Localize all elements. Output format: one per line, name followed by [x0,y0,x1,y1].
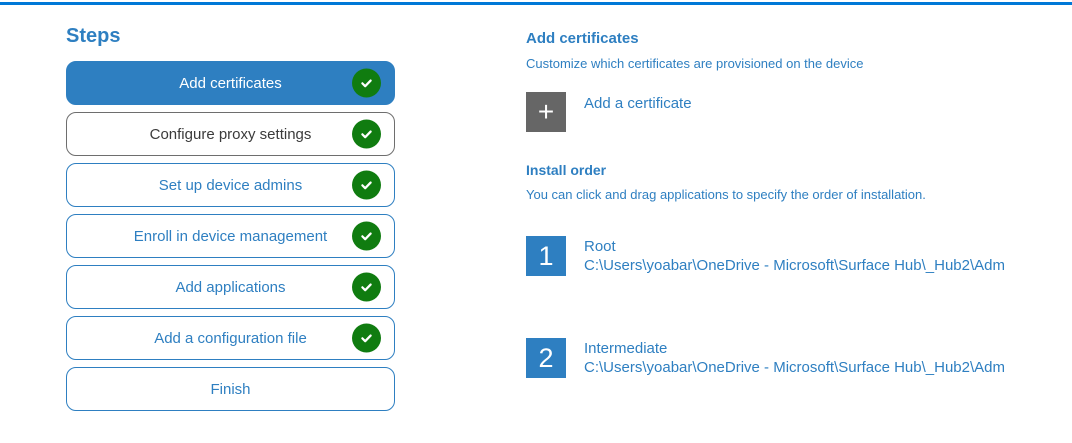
order-number-badge: 1 [526,236,566,276]
certificate-path: C:\Users\yoabar\OneDrive - Microsoft\Sur… [584,257,1005,274]
step-label: Set up device admins [158,176,303,194]
step-label: Add applications [175,278,286,296]
install-order-heading: Install order [526,162,607,178]
step-label: Finish [210,380,251,398]
install-order-description: You can click and drag applications to s… [526,187,926,202]
step-label: Add a configuration file [154,329,307,347]
window-accent-bar [0,2,1072,5]
step-label: Add certificates [179,74,282,92]
check-icon [352,170,381,200]
plus-icon: + [537,96,555,127]
content-pane: Add certificates Customize which certifi… [526,30,1066,378]
item-text: Intermediate C:\Users\yoabar\OneDrive - … [584,339,1005,377]
add-certificate-label[interactable]: Add a certificate [584,95,692,112]
certificate-name: Root [584,238,616,255]
page-title: Add certificates [526,30,639,47]
check-icon [352,272,381,302]
install-order-item-intermediate[interactable]: 2 Intermediate C:\Users\yoabar\OneDrive … [526,338,1066,378]
certificate-name: Intermediate [584,340,668,357]
check-icon [352,68,381,98]
step-add-certificates[interactable]: Add certificates [66,61,395,105]
add-certificate-button[interactable]: + [526,92,566,132]
step-enroll-in-device-management[interactable]: Enroll in device management [66,214,395,258]
step-add-applications[interactable]: Add applications [66,265,395,309]
step-label: Enroll in device management [133,227,328,245]
step-add-a-configuration-file[interactable]: Add a configuration file [66,316,395,360]
steps-panel: Steps Add certificates Configure proxy s… [66,25,395,418]
page-subtitle: Customize which certificates are provisi… [526,56,864,71]
check-icon [352,221,381,251]
step-finish[interactable]: Finish [66,367,395,411]
step-configure-proxy-settings[interactable]: Configure proxy settings [66,112,395,156]
step-set-up-device-admins[interactable]: Set up device admins [66,163,395,207]
item-text: Root C:\Users\yoabar\OneDrive - Microsof… [584,237,1005,275]
check-icon [352,119,381,149]
add-certificate-row: + Add a certificate [526,92,1066,132]
certificate-path: C:\Users\yoabar\OneDrive - Microsoft\Sur… [584,359,1005,376]
check-icon [352,323,381,353]
step-label: Configure proxy settings [149,125,312,143]
install-order-item-root[interactable]: 1 Root C:\Users\yoabar\OneDrive - Micros… [526,236,1066,276]
steps-panel-title: Steps [66,25,121,47]
order-number-badge: 2 [526,338,566,378]
